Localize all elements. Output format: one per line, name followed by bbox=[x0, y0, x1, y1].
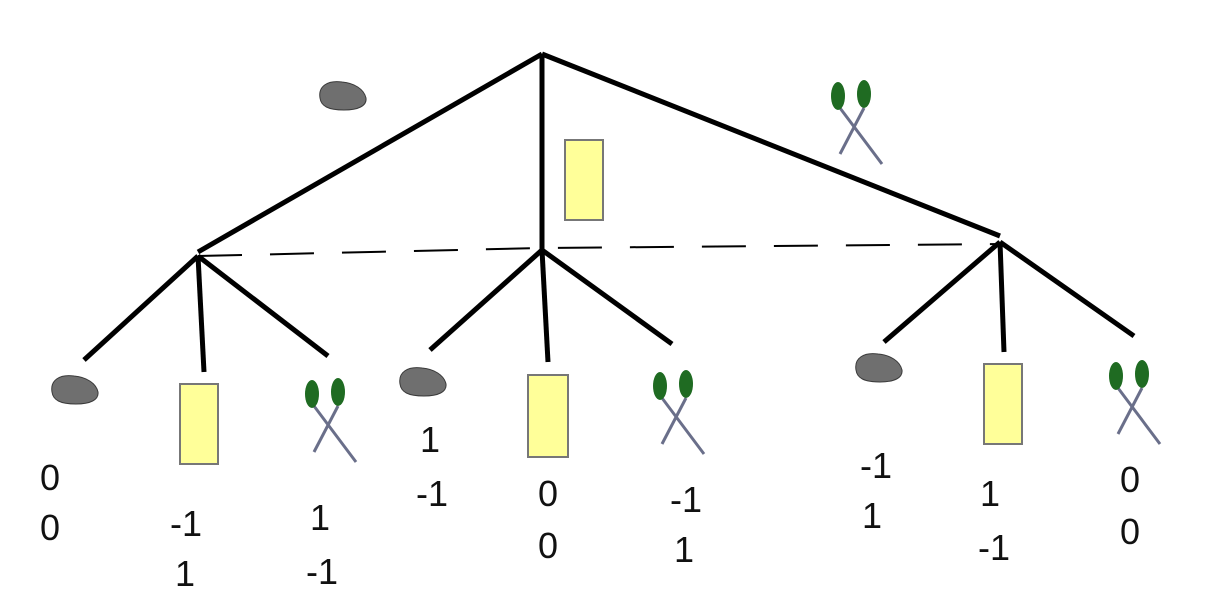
paper-icon bbox=[983, 363, 1023, 445]
payoff-p2: 0 bbox=[538, 525, 558, 566]
rock-icon bbox=[51, 375, 99, 405]
payoff-p2: 0 bbox=[1120, 511, 1140, 552]
rock-icon bbox=[855, 353, 903, 383]
payoff-p1: 1 bbox=[310, 497, 330, 538]
edge-middle-scissors bbox=[540, 247, 674, 347]
payoff-p1: 0 bbox=[538, 473, 558, 514]
payoff-p2: -1 bbox=[416, 473, 448, 514]
edge-middle-paper bbox=[539, 249, 551, 363]
payoff-p2: -1 bbox=[978, 527, 1010, 568]
scissors-icon bbox=[305, 378, 358, 463]
tree-edges bbox=[82, 51, 1136, 373]
edge-left-paper bbox=[195, 255, 207, 373]
payoff-p2: 1 bbox=[175, 553, 195, 594]
edge-root-scissors bbox=[541, 51, 1001, 239]
payoff-p2: 1 bbox=[674, 529, 694, 570]
paper-icon bbox=[564, 139, 604, 221]
rock-icon bbox=[319, 81, 367, 111]
payoff-p1: 0 bbox=[1120, 459, 1140, 500]
paper-icon bbox=[527, 374, 569, 458]
edge-root-rock bbox=[196, 51, 544, 255]
rock-icon bbox=[399, 367, 447, 397]
payoff-labels: 0 0 -1 1 1 -1 1 -1 0 0 -1 1 -1 1 1 -1 0 … bbox=[40, 419, 1140, 594]
payoff-p2: 1 bbox=[862, 495, 882, 536]
paper-icon bbox=[179, 383, 219, 465]
edge-right-rock bbox=[882, 240, 1002, 344]
move-icons bbox=[51, 80, 1162, 465]
edge-left-scissors bbox=[196, 254, 330, 358]
payoff-p2: 0 bbox=[40, 507, 60, 548]
edge-right-paper bbox=[997, 241, 1007, 353]
payoff-p1: -1 bbox=[170, 503, 202, 544]
edge-left-rock bbox=[82, 254, 200, 362]
payoff-p1: -1 bbox=[860, 445, 892, 486]
scissors-icon bbox=[653, 370, 706, 455]
payoff-p1: 1 bbox=[980, 473, 1000, 514]
payoff-p1: 0 bbox=[40, 457, 60, 498]
scissors-icon bbox=[1109, 360, 1162, 445]
payoff-p1: 1 bbox=[420, 419, 440, 460]
payoff-p2: -1 bbox=[306, 551, 338, 592]
edge-right-scissors bbox=[998, 239, 1136, 339]
edge-middle-rock bbox=[428, 248, 544, 352]
scissors-icon bbox=[831, 80, 884, 165]
information-set-line bbox=[197, 243, 1001, 257]
payoff-p1: -1 bbox=[670, 479, 702, 520]
